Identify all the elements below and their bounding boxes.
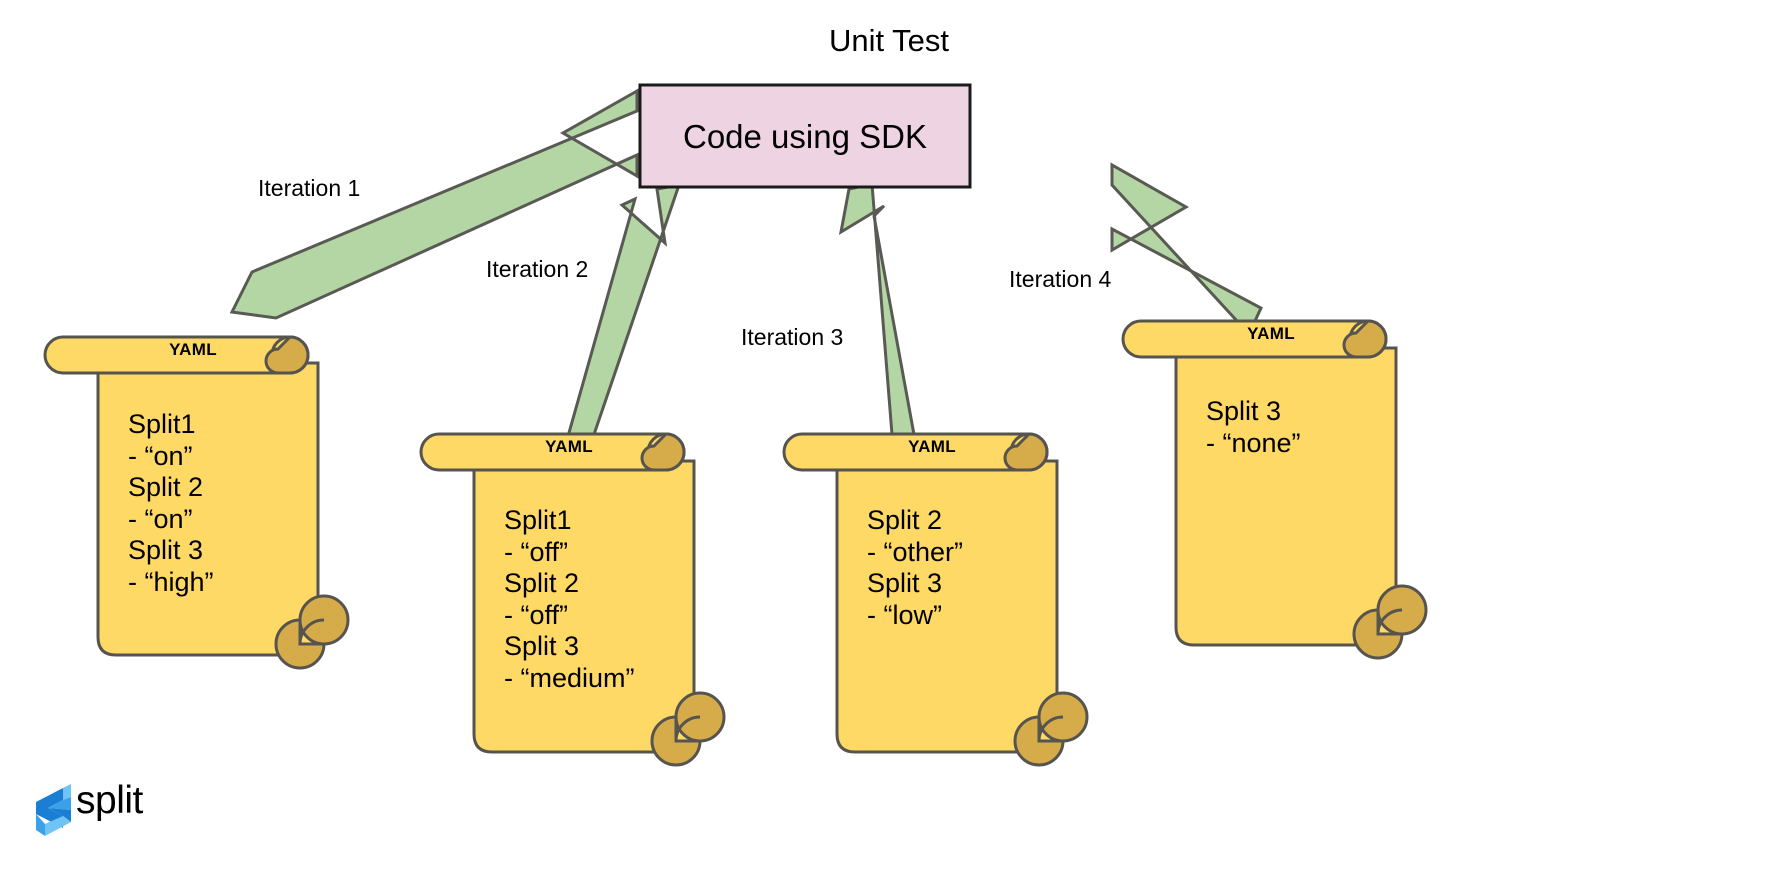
yaml-document-1-body: Split1 - “on” Split 2 - “on” Split 3 - “…	[128, 409, 214, 597]
split-logo-wordmark: split	[76, 779, 143, 822]
arrow-iteration-3	[838, 182, 917, 450]
arrow-iteration-4	[1110, 162, 1263, 337]
yaml-document-4-cap-label: YAML	[1247, 324, 1295, 343]
arrow-iteration-1	[229, 88, 639, 320]
yaml-document-3-cap-label: YAML	[908, 437, 956, 456]
yaml-document-2-body: Split1 - “off” Split 2 - “off” Split 3 -…	[504, 505, 635, 693]
yaml-document-3	[782, 432, 1089, 767]
yaml-document-4	[1121, 319, 1428, 660]
arrow-label-iteration-4: Iteration 4	[1009, 266, 1112, 292]
center-node-box	[638, 83, 972, 189]
arrow-label-iteration-3: Iteration 3	[741, 324, 844, 350]
yaml-document-2-cap-label: YAML	[545, 437, 593, 456]
yaml-document-1	[43, 335, 350, 670]
arrow-iteration-2	[563, 183, 682, 457]
yaml-document-4-body: Split 3 - “none”	[1206, 396, 1301, 458]
center-node-label: Code using SDK	[683, 118, 927, 155]
yaml-document-2	[419, 432, 726, 767]
arrow-label-iteration-1: Iteration 1	[258, 175, 361, 201]
yaml-document-3-body: Split 2 - “other” Split 3 - “low”	[867, 505, 964, 630]
yaml-document-1-cap-label: YAML	[169, 340, 217, 359]
split-logo-icon	[36, 784, 71, 836]
arrow-label-iteration-2: Iteration 2	[486, 256, 589, 282]
page-title: Unit Test	[828, 23, 950, 58]
